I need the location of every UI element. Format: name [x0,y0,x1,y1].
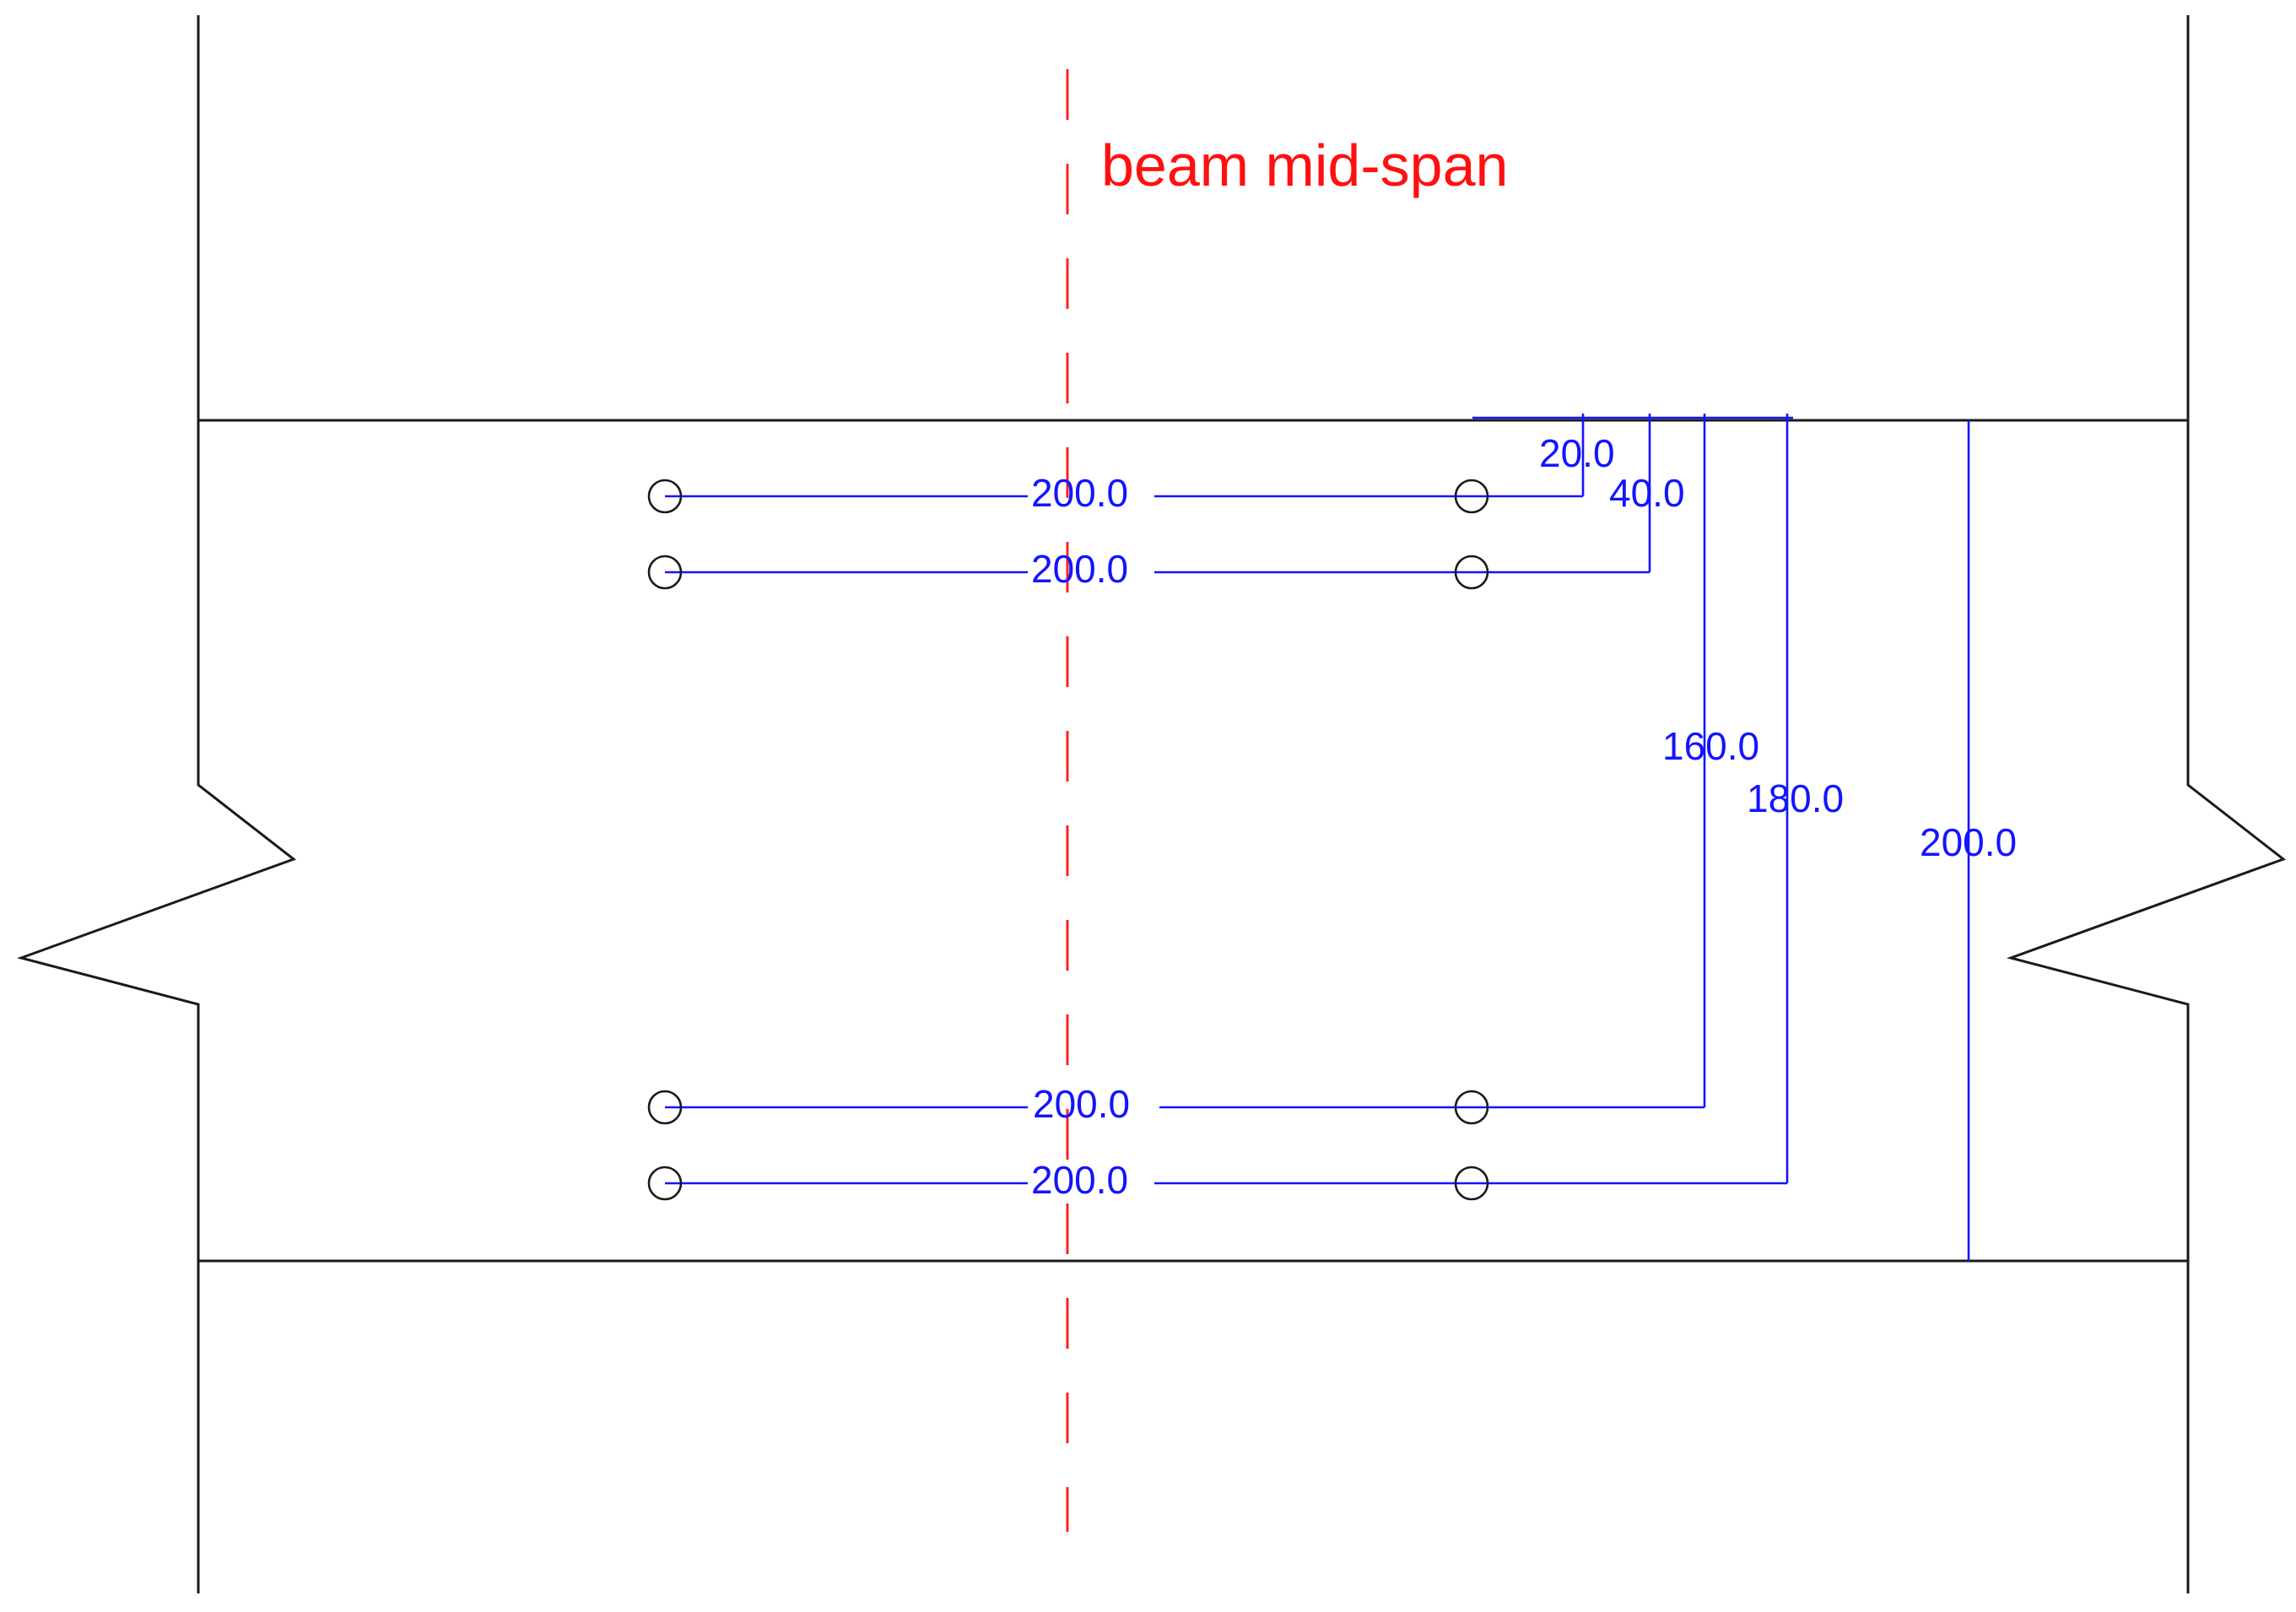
bolt-hole [1454,1166,1489,1201]
vertical-dimension-labels: 20.0 40.0 160.0 180.0 200.0 [1539,431,2017,864]
left-column-edge [16,15,297,1593]
dimension-label: 200.0 [1920,820,2017,864]
dimension-label: 200.0 [1031,471,1128,515]
horizontal-dimension-lines [665,495,1787,1185]
bolt-hole [1454,554,1489,590]
dimension-label: 160.0 [1662,724,1759,768]
horizontal-dimension-labels: 200.0 200.0 200.0 200.0 [1031,471,1130,1202]
bolt-hole [647,479,683,514]
bolt-hole [647,554,683,590]
dimension-label: 180.0 [1747,776,1844,820]
vertical-dimension-lines [1472,414,1970,1261]
bolt-hole [647,1166,683,1201]
dimension-label: 20.0 [1539,431,1615,475]
bolt-hole [1454,479,1489,514]
beam-mid-span-label: beam mid-span [1101,133,1508,198]
bolt-holes [647,479,1489,1201]
bolt-hole [647,1090,683,1125]
dimension-label: 200.0 [1033,1082,1130,1126]
dimension-label: 200.0 [1031,547,1128,591]
member-outline [16,15,2287,1593]
dimension-label: 200.0 [1031,1158,1128,1202]
right-column-edge [2006,15,2287,1593]
bolt-hole [1454,1090,1489,1125]
dimension-label: 40.0 [1609,471,1685,515]
